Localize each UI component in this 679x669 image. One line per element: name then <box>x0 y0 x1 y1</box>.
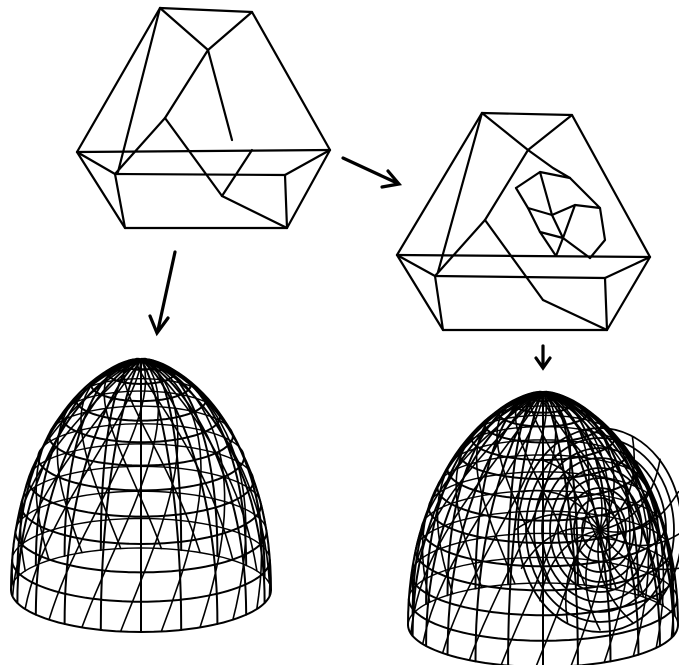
polyhedron-edge <box>528 115 572 150</box>
polyhedron-edge <box>77 150 330 152</box>
polyhedron-edge <box>485 220 543 300</box>
polyhedron-edge <box>222 150 252 196</box>
polyhedron-edge <box>540 172 552 215</box>
polyhedron-edge <box>222 196 287 228</box>
polyhedron-edge <box>482 113 528 150</box>
mesh-meridian <box>11 360 141 590</box>
polyhedron-outline <box>77 8 330 228</box>
refined-polyhedron <box>397 113 650 330</box>
arrow-coarse-to-refined <box>343 158 399 187</box>
subdivided-face <box>540 232 590 258</box>
polyhedron-edge <box>165 118 222 196</box>
polyhedron-edge <box>435 220 485 276</box>
polyhedron-edge <box>165 50 208 118</box>
polyhedron-edge <box>208 50 232 140</box>
polyhedron-edge <box>285 175 287 228</box>
smooth-surface <box>11 359 271 632</box>
polyhedron-edge <box>208 12 252 50</box>
arrow-coarse-to-smooth <box>150 252 175 333</box>
polyhedron-edge <box>435 276 605 278</box>
polyhedron-edge <box>543 300 607 330</box>
polyhedron-edge <box>115 118 165 174</box>
arrow-refined-to-smooth <box>536 346 550 368</box>
polyhedron-edge <box>115 174 285 175</box>
polyhedron-edge <box>605 278 607 330</box>
mesh-strand <box>501 393 570 665</box>
coarse-polyhedron <box>77 8 330 228</box>
polyhedron-edge <box>160 8 208 50</box>
refined-smooth-surface <box>408 392 679 665</box>
polyhedron-edge <box>397 255 650 257</box>
